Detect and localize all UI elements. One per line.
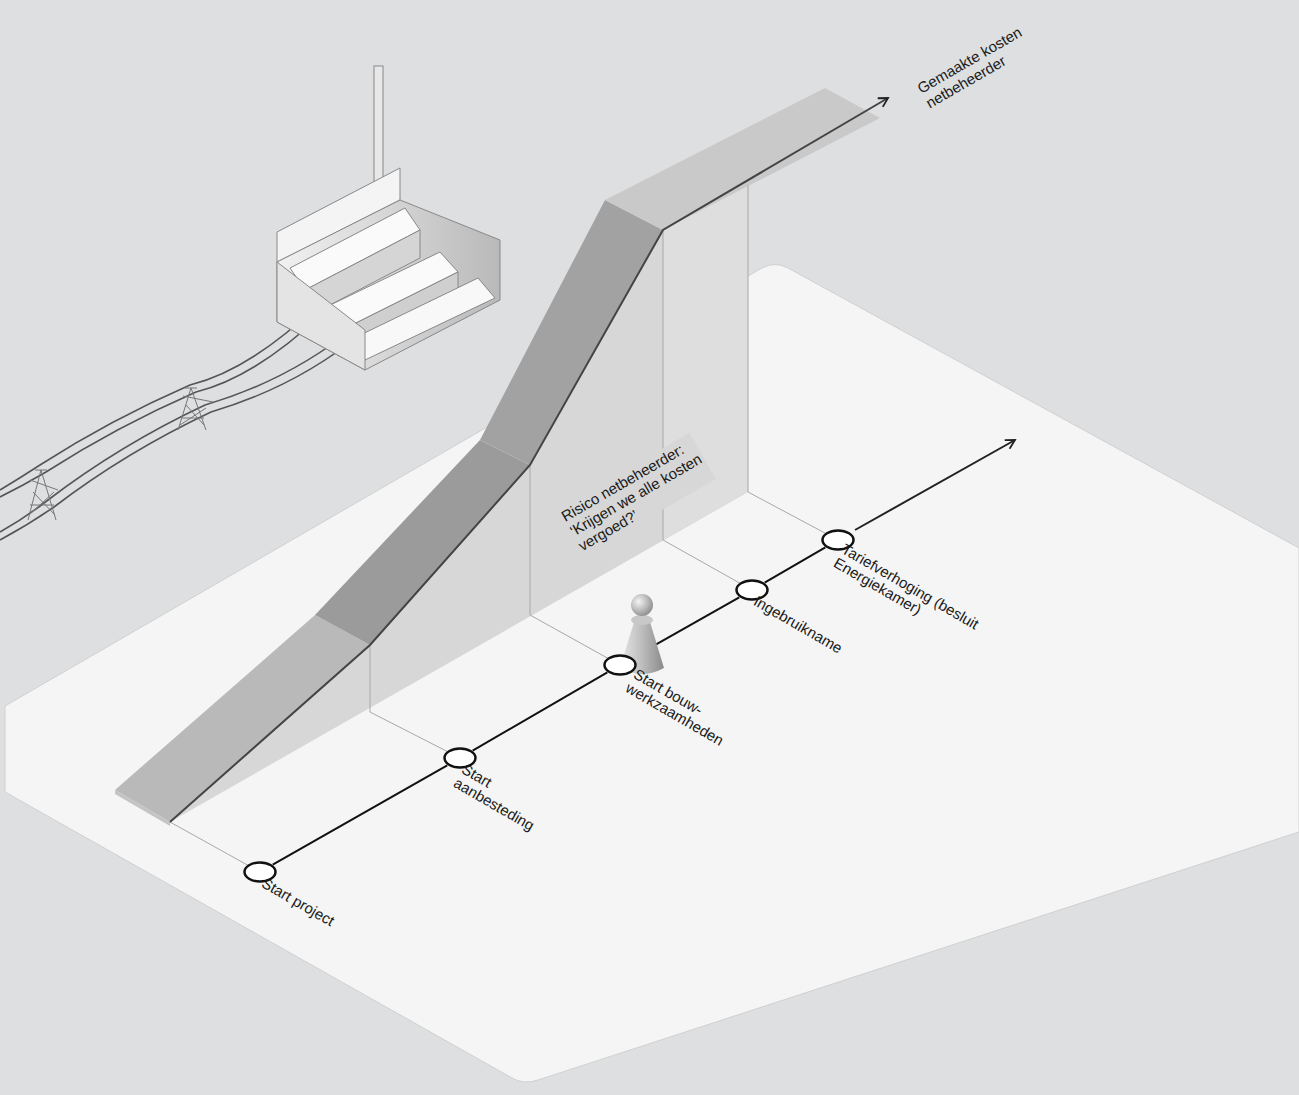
timeline-arrow <box>855 440 1015 530</box>
timeline-segment <box>765 547 826 582</box>
milestone-label: Start bouw- werkzaamheden <box>623 666 734 749</box>
milestone-circle: Start bouw- werkzaamheden <box>603 654 637 676</box>
milestone-label: Tariefverhoging (besluit Energiekamer) <box>831 541 1020 669</box>
milestone-circle: Start project <box>243 861 277 883</box>
cost-wall <box>115 88 888 872</box>
milestone-circle: Tariefverhoging (besluit Energiekamer) <box>821 529 855 551</box>
timeline-segment <box>633 597 739 657</box>
wall-note: Risico netbeheerder: ‘Krijgen we alle ko… <box>556 433 716 556</box>
milestone-circle: Ingebruikname <box>735 579 769 601</box>
timeline-segment <box>473 672 608 750</box>
milestone-label: Start project <box>259 875 388 959</box>
milestone-circle: Start aanbesteding <box>443 747 477 769</box>
pylon <box>28 388 213 520</box>
factory <box>277 66 500 370</box>
timeline-segment <box>273 765 447 864</box>
milestone-outline <box>605 656 636 675</box>
milestone-shape <box>603 654 637 676</box>
milestone-label: Start aanbesteding <box>451 761 554 839</box>
axis-label: Gemaakte kosten netbeheerder <box>912 21 1036 113</box>
milestone-label: Ingebruikname <box>751 593 880 677</box>
power-lines <box>0 305 362 540</box>
pawn <box>620 594 664 674</box>
